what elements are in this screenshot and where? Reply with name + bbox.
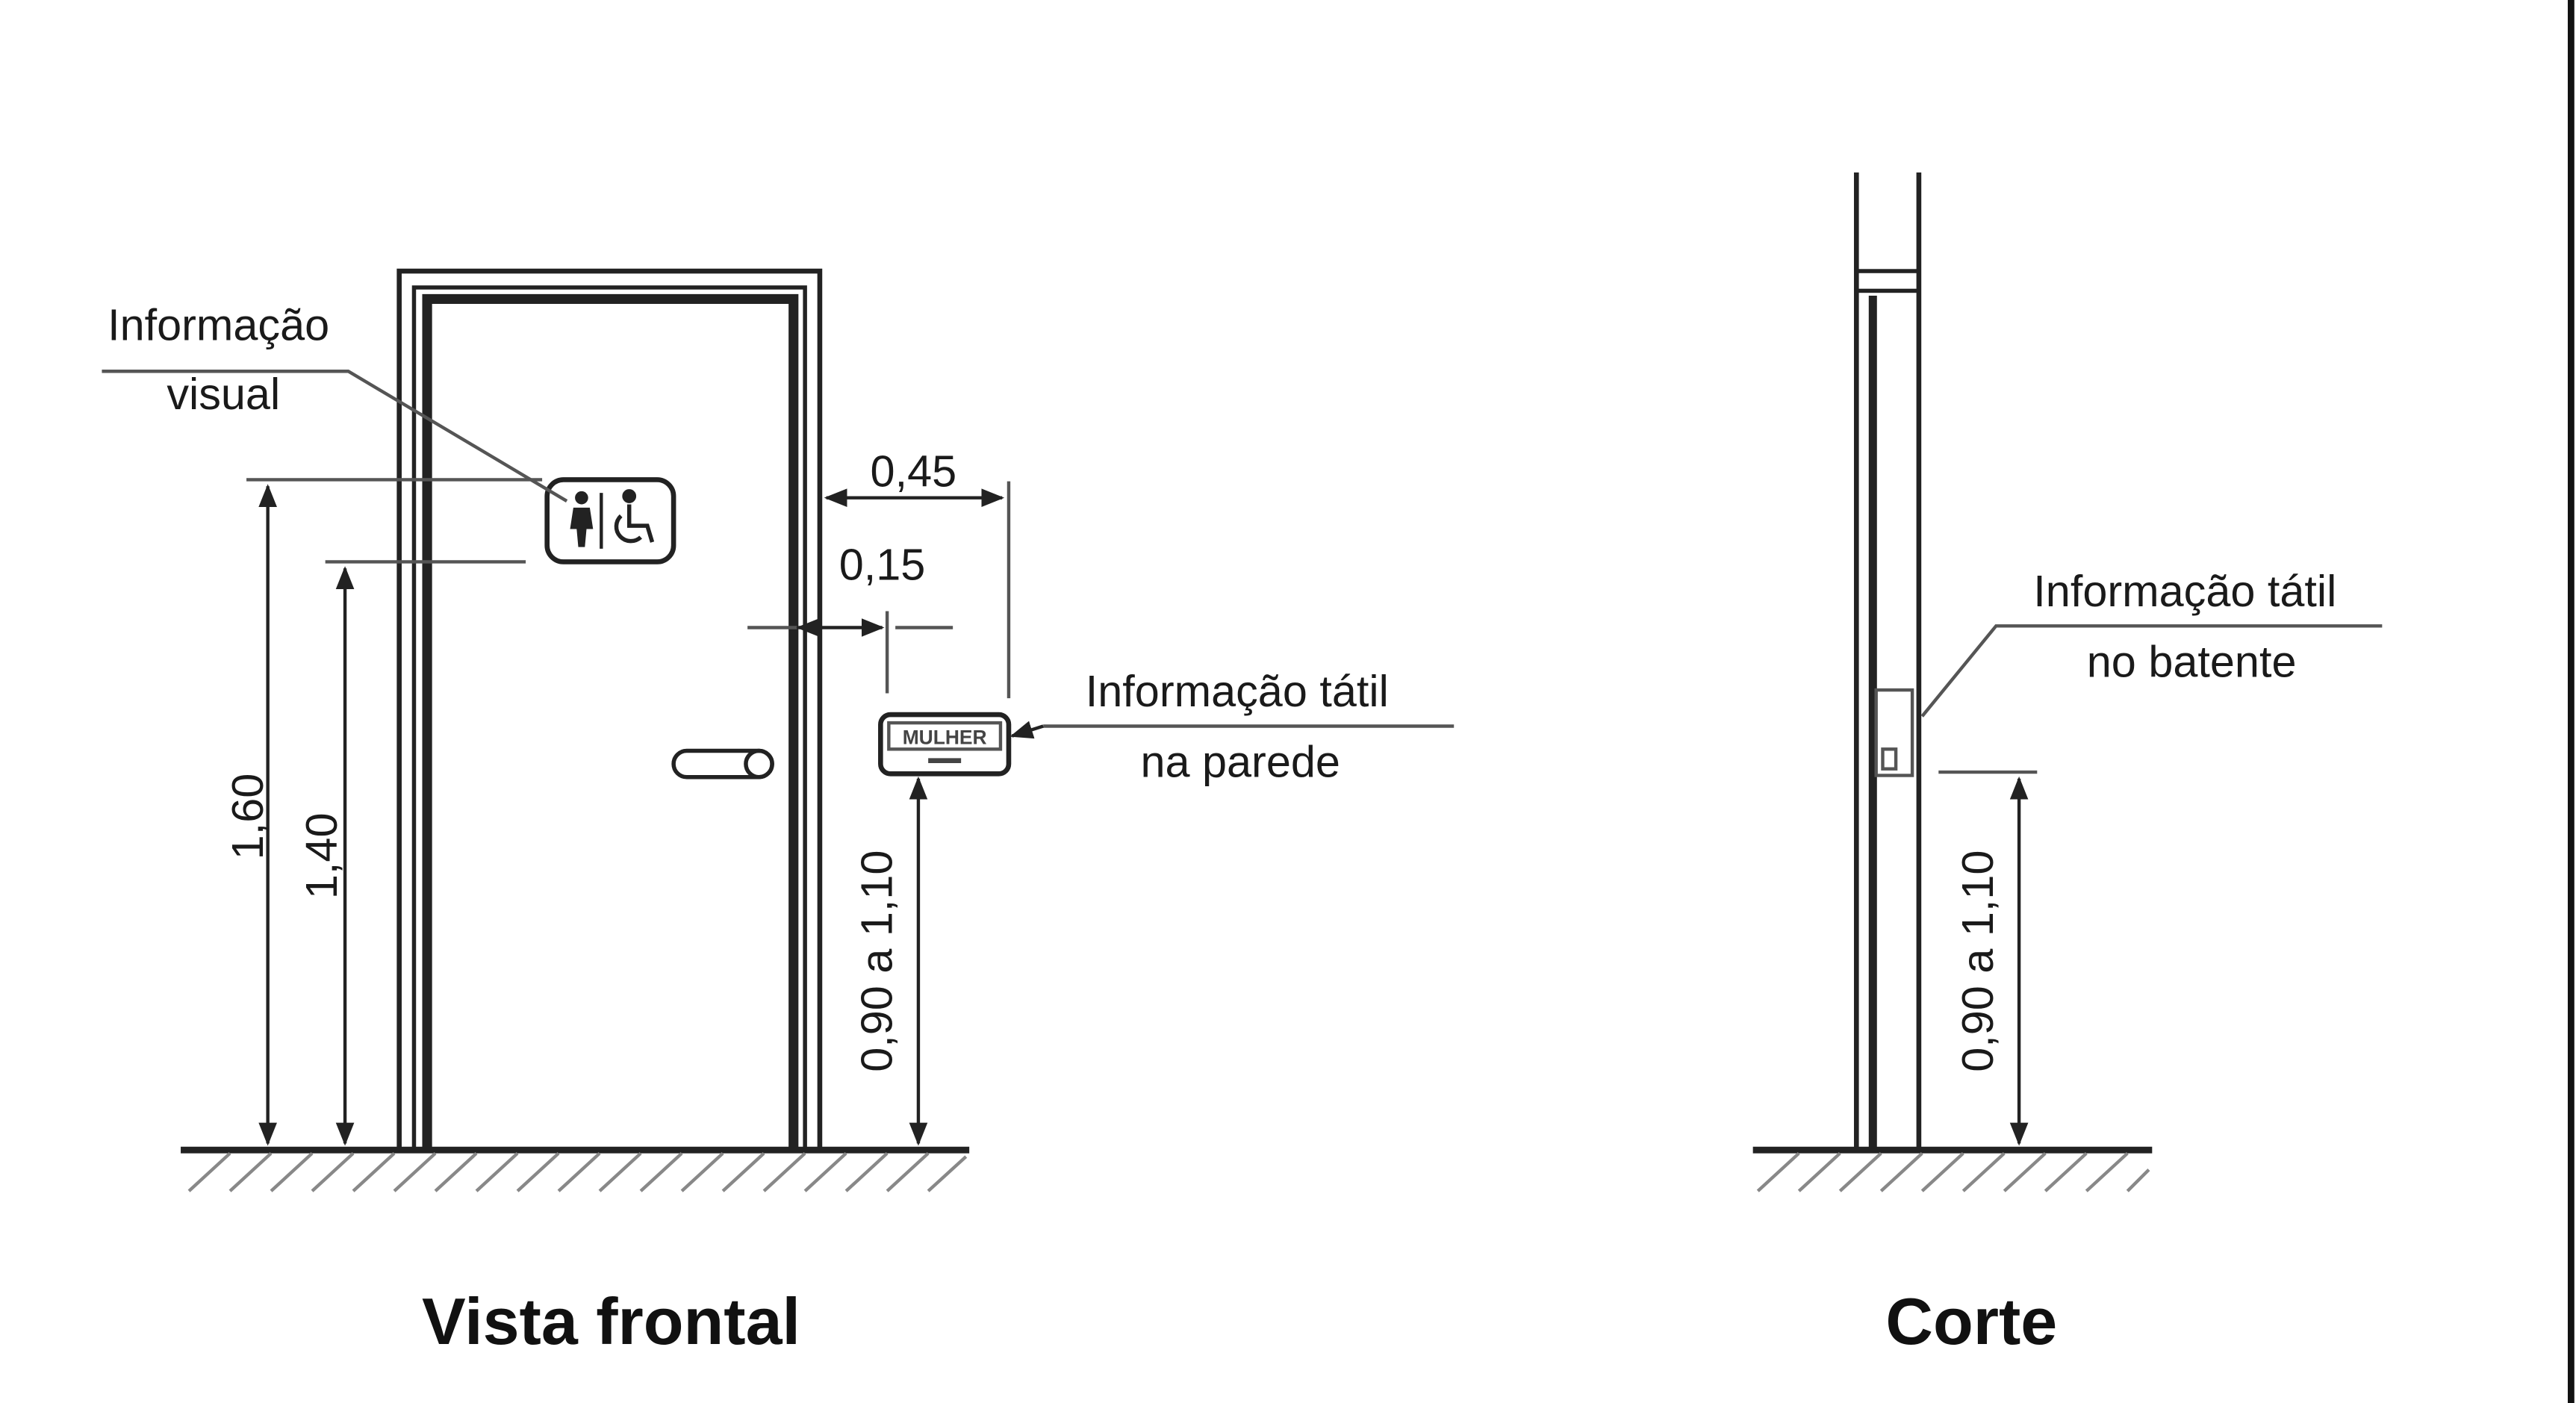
tactile-jamb-label-line1: Informação tátil xyxy=(2033,566,2336,616)
tactile-wall-sign: MULHER xyxy=(878,712,1012,777)
dimension-045: 0,45 xyxy=(824,446,1011,699)
dim-140-label: 1,40 xyxy=(296,813,346,900)
door-handle xyxy=(671,748,774,780)
visual-info-label-line2: visual xyxy=(167,369,280,419)
dimension-140: 1,40 xyxy=(296,560,526,1146)
section-view: Informação tátil no batente 0,90 a 1,10 … xyxy=(1752,172,2383,1358)
tactile-wall-label-line2: na parede xyxy=(1140,737,1340,787)
dimension-090-110-section: 0,90 a 1,10 xyxy=(1938,770,2038,1146)
tactile-jamb-sign xyxy=(1874,688,1914,777)
tactile-jamb-label-line2: no batente xyxy=(2087,636,2297,686)
tactile-jamb-leader xyxy=(1920,624,2383,718)
dim-090-110-section-label: 0,90 a 1,10 xyxy=(1953,850,2003,1072)
dimension-160: 1,60 xyxy=(223,478,543,1146)
front-view-caption: Vista frontal xyxy=(422,1284,800,1358)
tactile-wall-label-line1: Informação tátil xyxy=(1086,666,1389,716)
visual-sign xyxy=(544,477,676,564)
dimension-090-110-front: 0,90 a 1,10 xyxy=(852,776,928,1146)
section-floor xyxy=(1752,1146,2153,1192)
wheelchair-icon xyxy=(614,489,655,544)
dimension-015: 0,15 xyxy=(747,540,953,694)
section-view-caption: Corte xyxy=(1885,1284,2057,1358)
tactile-sign-text: MULHER xyxy=(903,727,987,749)
visual-info-leader xyxy=(102,370,568,503)
front-view: Informação visual MULHER Informação táti… xyxy=(102,268,1455,1358)
dim-045-label: 0,45 xyxy=(871,446,957,496)
female-toilet-icon xyxy=(570,491,594,547)
dim-160-label: 1,60 xyxy=(223,774,273,860)
door-frame xyxy=(396,268,823,1151)
visual-info-label-line1: Informação xyxy=(108,299,329,349)
front-floor xyxy=(181,1146,970,1192)
dim-090-110-front-label: 0,90 a 1,10 xyxy=(852,850,902,1072)
wall-section xyxy=(1853,172,1922,1151)
dim-015-label: 0,15 xyxy=(839,540,926,590)
